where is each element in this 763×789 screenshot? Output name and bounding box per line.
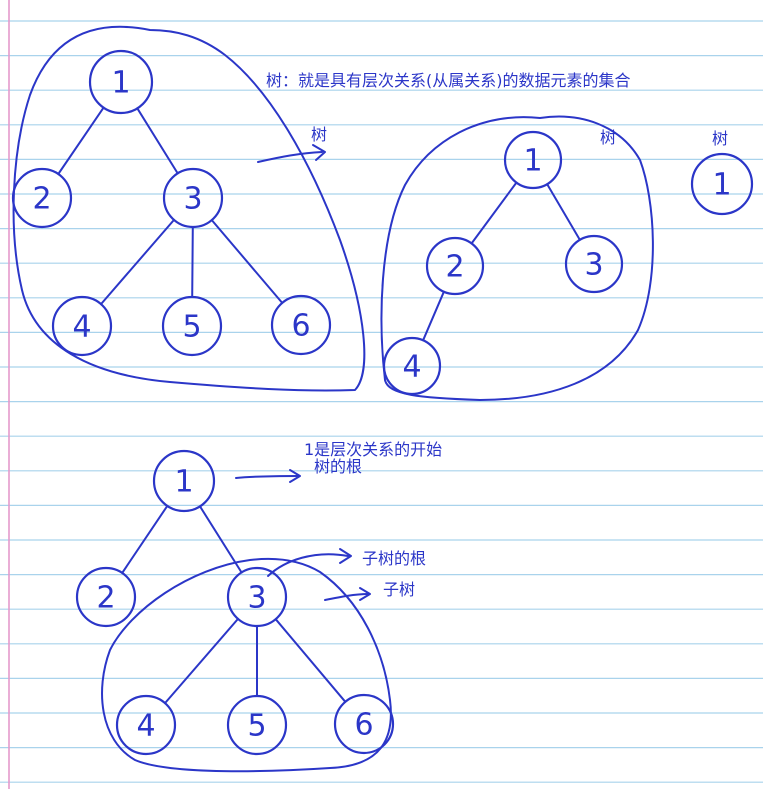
node-label: 3 xyxy=(247,581,266,616)
node-d5: 5 xyxy=(226,694,288,756)
node-circle xyxy=(115,694,177,756)
node-b4: 4 xyxy=(382,336,442,396)
node-label: 3 xyxy=(183,182,202,217)
node-label: 2 xyxy=(445,250,464,285)
node-label: 1 xyxy=(712,168,731,203)
node-circle xyxy=(152,449,216,513)
node-label: 4 xyxy=(72,310,91,345)
node-label: 4 xyxy=(402,350,421,385)
tree-arrow-head xyxy=(312,144,326,161)
node-d6: 6 xyxy=(333,693,395,755)
tree-b-label: 树 xyxy=(600,128,616,147)
tree-c-label: 树 xyxy=(712,129,728,148)
node-label: 6 xyxy=(354,708,373,743)
node-b1: 1 xyxy=(503,130,563,190)
subtree-root-arrow-head xyxy=(339,548,352,564)
ruled-lines xyxy=(0,20,763,783)
root-note-line1: 1是层次关系的开始 xyxy=(304,440,442,459)
subtree-note: 子树 xyxy=(383,580,415,599)
edge-b1-b3 xyxy=(546,183,581,241)
subtree-root-note: 子树的根 xyxy=(362,549,426,568)
subtree-root-arrow xyxy=(267,553,349,577)
root-arrow xyxy=(235,475,299,479)
node-label: 3 xyxy=(584,248,603,283)
edge-a3-a5 xyxy=(191,226,194,298)
definition-note: 树：就是具有层次关系(从属关系)的数据元素的集合 xyxy=(266,71,631,90)
tree-b-boundary xyxy=(380,115,654,401)
node-circle xyxy=(51,295,113,357)
node-circle xyxy=(11,167,73,229)
node-label: 1 xyxy=(174,465,193,500)
edge-a1-a2 xyxy=(57,106,105,175)
tree-nodes: 1 2 3 4 5 6 1 2 3 4 1 1 2 3 4 5 6 xyxy=(11,49,754,756)
node-circle xyxy=(503,130,563,190)
node-c1: 1 xyxy=(690,152,754,216)
edge-a3-a6 xyxy=(210,219,284,304)
tree-arrow xyxy=(257,151,323,163)
node-circle xyxy=(270,294,332,356)
tree-arrow-label: 树 xyxy=(311,125,327,144)
node-d4: 4 xyxy=(115,694,177,756)
node-a5: 5 xyxy=(161,295,223,357)
node-circle xyxy=(75,566,137,628)
node-label: 1 xyxy=(111,66,130,101)
edge-b2-b4 xyxy=(422,290,445,342)
node-label: 5 xyxy=(247,709,266,744)
node-a6: 6 xyxy=(270,294,332,356)
node-d2: 2 xyxy=(75,566,137,628)
subtree-arrow xyxy=(324,593,369,601)
edge-b1-b2 xyxy=(470,181,518,245)
node-circle xyxy=(88,49,154,115)
node-circle xyxy=(226,566,288,628)
tree-a-boundary xyxy=(12,25,366,392)
tree-edges xyxy=(57,106,581,705)
node-circle xyxy=(161,295,223,357)
edge-d3-d6 xyxy=(274,618,347,703)
edge-d1-d2 xyxy=(121,504,169,574)
node-circle xyxy=(162,167,224,229)
node-a1: 1 xyxy=(88,49,154,115)
root-arrow-head xyxy=(289,469,301,483)
node-label: 1 xyxy=(523,144,542,179)
node-a2: 2 xyxy=(11,167,73,229)
node-label: 2 xyxy=(32,182,51,217)
node-label: 6 xyxy=(291,309,310,344)
node-label: 5 xyxy=(182,310,201,345)
node-label: 2 xyxy=(96,581,115,616)
subtree-arrow-head xyxy=(359,587,371,601)
node-circle xyxy=(382,336,442,396)
edge-d1-d3 xyxy=(199,505,243,574)
node-d3: 3 xyxy=(226,566,288,628)
node-circle xyxy=(226,694,288,756)
edge-a3-a4 xyxy=(100,218,175,306)
subtree-boundary xyxy=(101,557,392,773)
node-d1: 1 xyxy=(152,449,216,513)
node-b3: 3 xyxy=(564,234,624,294)
edge-d3-d4 xyxy=(164,617,239,705)
node-circle xyxy=(564,234,624,294)
node-circle xyxy=(690,152,754,216)
node-b2: 2 xyxy=(425,236,485,296)
node-circle xyxy=(425,236,485,296)
node-a4: 4 xyxy=(51,295,113,357)
node-a3: 3 xyxy=(162,167,224,229)
node-circle xyxy=(333,693,395,755)
node-label: 4 xyxy=(136,709,155,744)
root-note-line2: 树的根 xyxy=(314,457,362,476)
edge-a1-a3 xyxy=(136,107,179,175)
